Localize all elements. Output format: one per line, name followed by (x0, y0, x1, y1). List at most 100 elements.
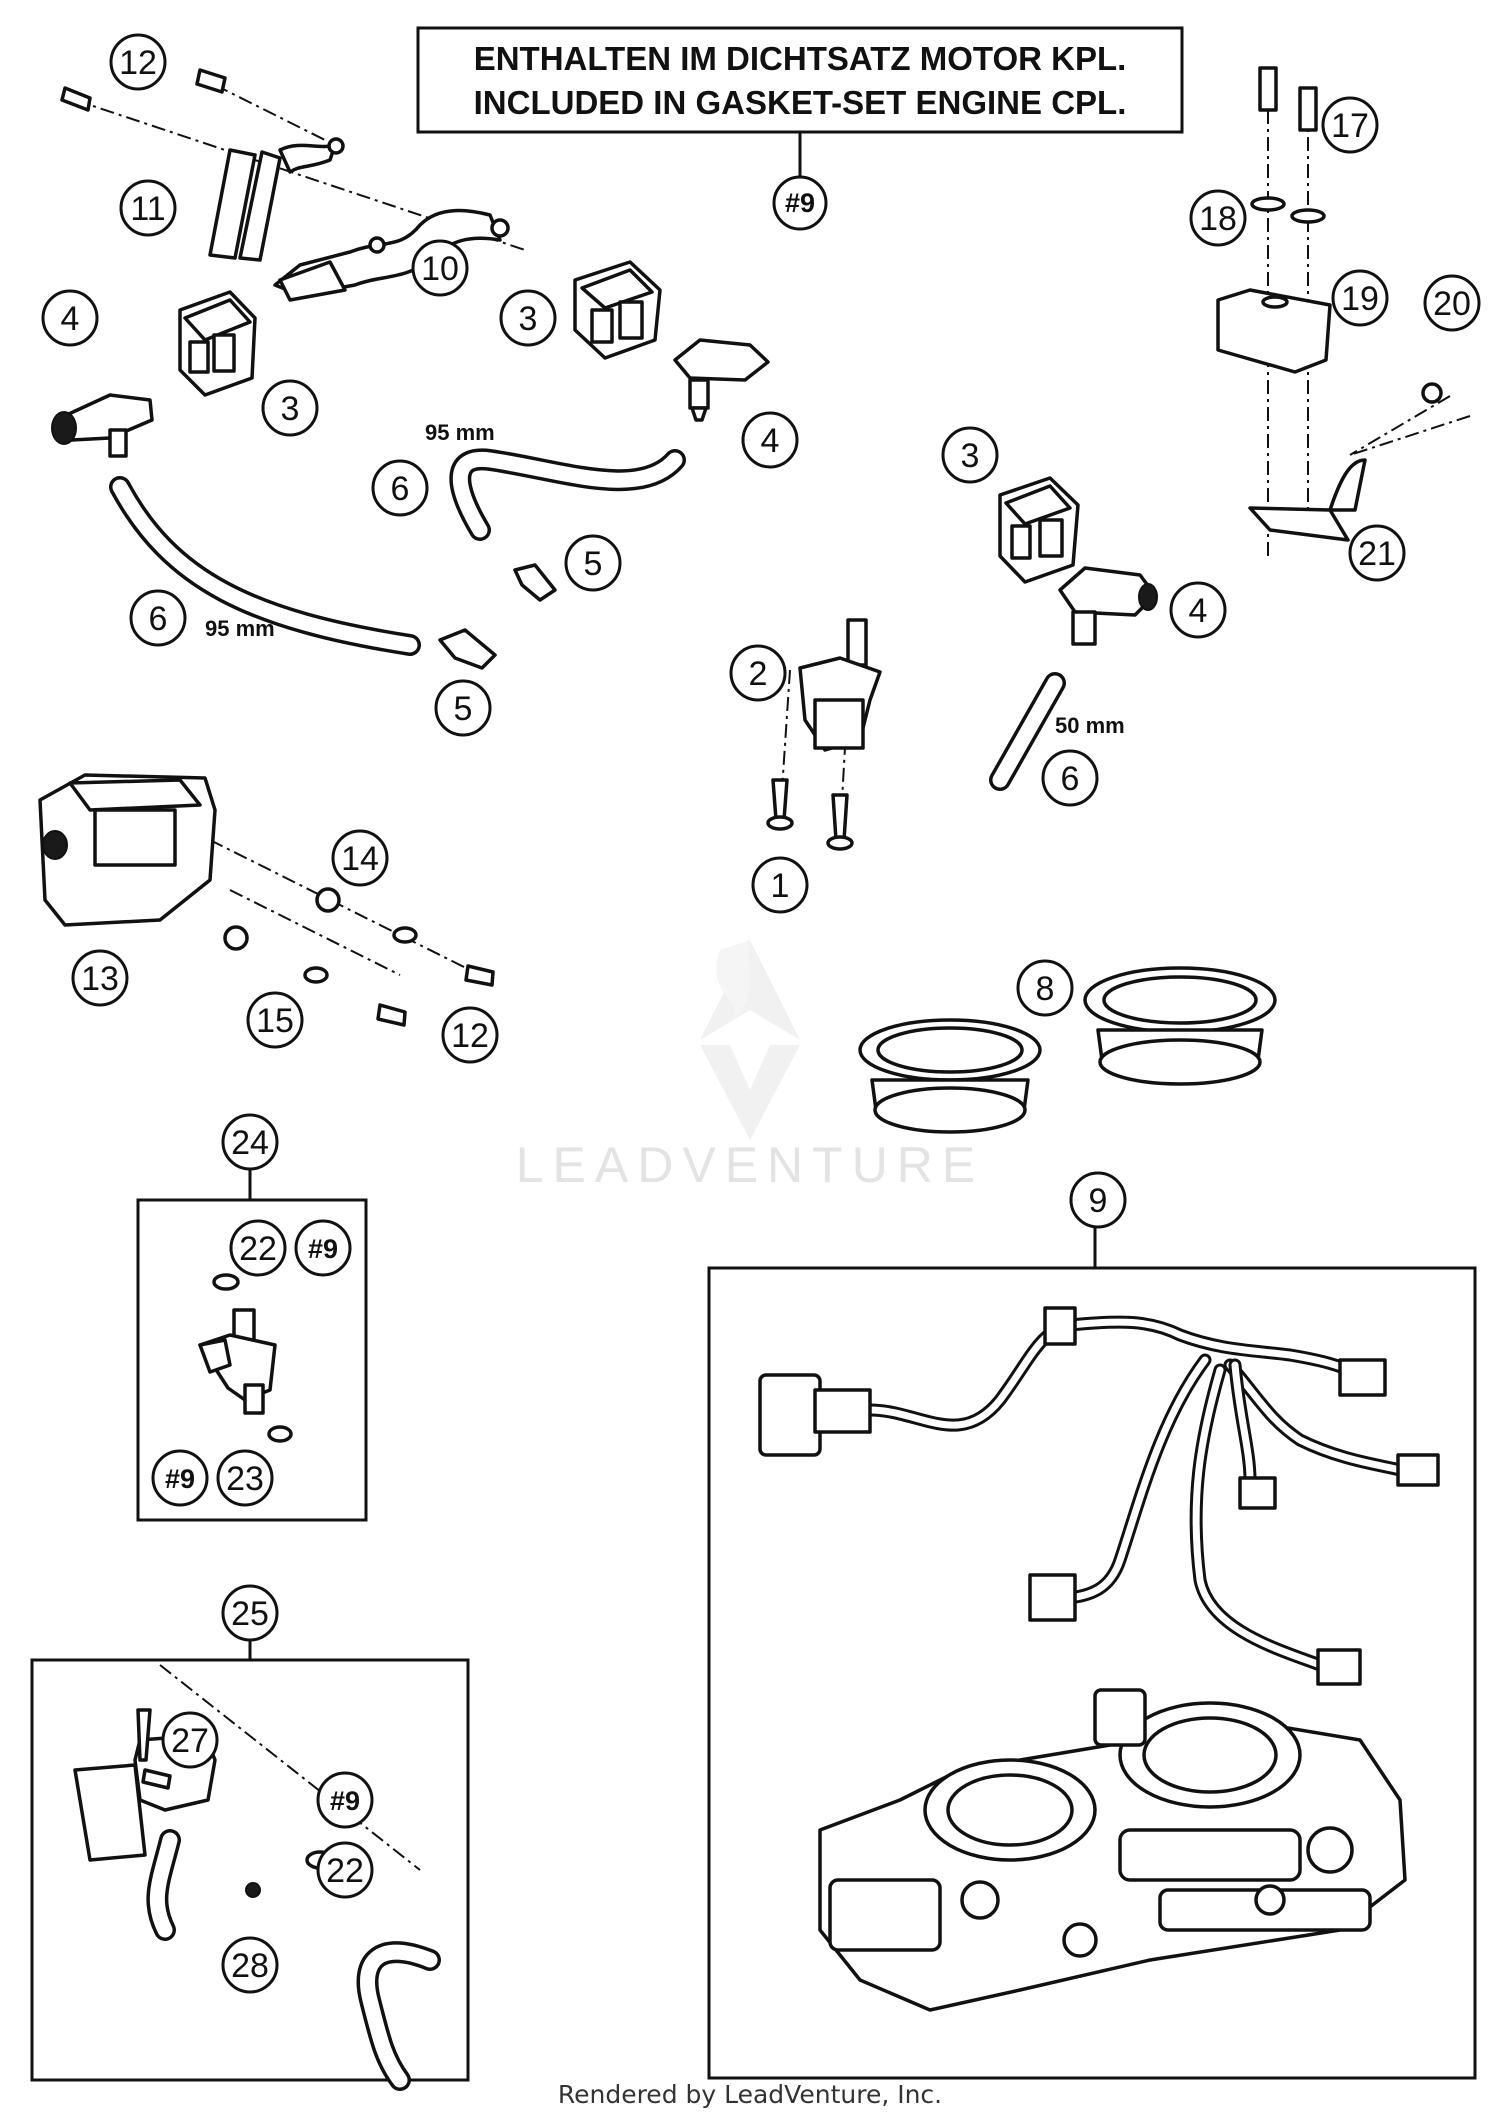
callout-c13: 13 (71, 949, 129, 1007)
callout-c4b: 4 (741, 411, 799, 469)
callout-circle (294, 1219, 352, 1277)
callout-label: 12 (119, 44, 157, 82)
callout-c11: 11 (119, 179, 177, 237)
callout-c6c: 6 (1041, 749, 1099, 807)
note-line-en: INCLUDED IN GASKET-SET ENGINE CPL. (474, 84, 1127, 121)
callout-label: 1 (771, 867, 790, 905)
callout-label: 14 (341, 840, 379, 878)
callout-label: #9 (308, 1234, 338, 1264)
callout-label: 6 (1061, 760, 1080, 798)
footer-credit: Rendered by LeadVenture, Inc. (558, 2080, 942, 2109)
callout-label: 25 (231, 1595, 269, 1633)
callout-label: 6 (391, 470, 410, 508)
callout-label: 8 (1036, 970, 1055, 1008)
dimension-label-right: 50 mm (1055, 713, 1125, 738)
callout-c3c: 3 (941, 426, 999, 484)
callout-label: 22 (239, 1230, 277, 1268)
callout-circle (161, 1711, 219, 1769)
nozzle-center (513, 563, 557, 602)
callout-circle (411, 239, 469, 297)
callout-label: 17 (1331, 107, 1369, 145)
secondary-valve (73, 1708, 441, 2091)
callout-label: 13 (81, 960, 119, 998)
callout-c22b: 22 (316, 1841, 374, 1899)
note-ref-circle (772, 175, 828, 231)
callout-c2: 2 (729, 644, 787, 702)
callout-circle (751, 856, 809, 914)
callout-circle (1016, 959, 1074, 1017)
throttle-body (818, 1688, 1407, 2012)
callout-circle (1189, 189, 1247, 247)
callout-circle (371, 459, 429, 517)
callout-c21: 21 (1348, 524, 1406, 582)
callout-circle (1331, 269, 1389, 327)
dimension-label-center: 95 mm (425, 420, 495, 445)
callout-label: #9 (330, 1786, 360, 1816)
callout-label: 5 (584, 545, 603, 583)
callout-circle (434, 679, 492, 737)
callout-circle (261, 379, 319, 437)
callout-c14: 14 (331, 829, 389, 887)
callout-c25: 25 (221, 1584, 279, 1642)
callout-circle (216, 1449, 274, 1507)
callout-label: 2 (749, 655, 768, 693)
pressure-sensor-center (673, 338, 770, 422)
hose-center (449, 448, 686, 541)
callout-c6b: 6 (129, 589, 187, 647)
callout-label: 3 (519, 300, 538, 338)
callout-label: 4 (61, 300, 80, 338)
watermark-logo (700, 940, 800, 1140)
cable-holder-group (60, 68, 510, 302)
callout-circle (1169, 581, 1227, 639)
callout-label: #9 (165, 1464, 195, 1494)
callout-circle (129, 589, 187, 647)
intake-flange-right (1083, 966, 1277, 1086)
callout-c28: 28 (221, 1936, 279, 1994)
control-unit-group (38, 773, 495, 1027)
connector-housing-left (178, 290, 257, 397)
callout-c18: 18 (1189, 189, 1247, 247)
callout-c12b: 12 (441, 1006, 499, 1064)
callout-c27: 27 (161, 1711, 219, 1769)
callout-circle (441, 1006, 499, 1064)
callout-circle (221, 1113, 279, 1171)
throttle-body-frame (707, 1266, 1477, 2080)
callout-c17: 17 (1321, 96, 1379, 154)
callout-circle (1041, 749, 1099, 807)
callout-label: 4 (1189, 592, 1208, 630)
callout-c22a: 22 (229, 1219, 287, 1277)
relay-group (1216, 66, 1443, 542)
callout-c15: 15 (246, 991, 304, 1049)
gasket-note-box: ENTHALTEN IM DICHTSATZ MOTOR KPL. INCLUD… (416, 26, 1184, 231)
callout-c12a: 12 (109, 33, 167, 91)
callout-c24: 24 (221, 1113, 279, 1171)
callout-circle (119, 179, 177, 237)
callout-label: 23 (226, 1460, 264, 1498)
callout-c9ref-a: #9 (294, 1219, 352, 1277)
callout-c19: 19 (1331, 269, 1389, 327)
callout-c10: 10 (411, 239, 469, 297)
callout-c9: 9 (1069, 1171, 1127, 1229)
note-ref-label: #9 (785, 188, 815, 218)
nozzle-lower (438, 628, 497, 670)
callout-label: 3 (961, 437, 980, 475)
valve-kit-frame (30, 1658, 470, 2082)
watermark-text: LEADVENTURE (516, 1137, 985, 1193)
hose-right (989, 672, 1066, 791)
callout-circle (316, 1771, 374, 1829)
callout-circle (229, 1219, 287, 1277)
callout-label: 27 (171, 1722, 209, 1760)
callout-circle (109, 33, 167, 91)
callout-circle (246, 991, 304, 1049)
callout-circle (41, 289, 99, 347)
injector-kit-frame (136, 1198, 368, 1522)
callout-circle (71, 949, 129, 1007)
callout-c5b: 5 (434, 679, 492, 737)
actuator-screws (766, 778, 854, 851)
callout-circle (1321, 96, 1379, 154)
callout-label: 22 (326, 1852, 364, 1890)
callout-circle (564, 534, 622, 592)
callout-label: 28 (231, 1947, 269, 1985)
callout-label: 12 (451, 1017, 489, 1055)
